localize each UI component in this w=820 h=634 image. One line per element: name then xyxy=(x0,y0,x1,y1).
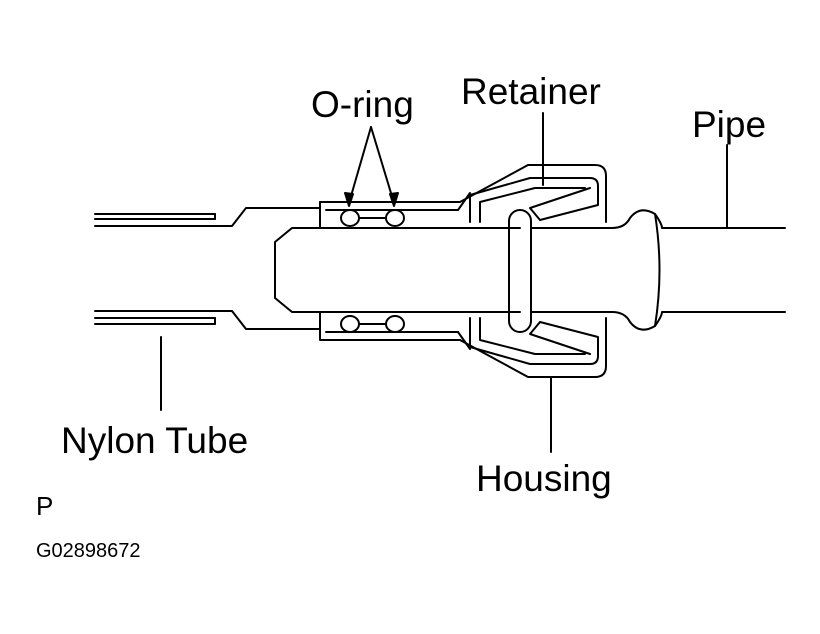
o-ring-upper-left xyxy=(340,209,360,227)
o-ring-lower-right xyxy=(385,315,405,333)
pipe xyxy=(508,209,786,333)
o-ring-leader-left xyxy=(348,126,372,204)
figure-code: G02898672 xyxy=(36,540,141,562)
corner-mark: P xyxy=(36,491,54,521)
retainer xyxy=(469,177,599,365)
nylon-tube-label: Nylon Tube xyxy=(61,420,249,461)
o-rings xyxy=(340,209,405,333)
o-ring-label: O-ring xyxy=(311,84,414,125)
pipe-bead xyxy=(508,209,532,333)
leader-lines xyxy=(160,112,728,453)
nylon-tube xyxy=(94,207,321,330)
pipe-label: Pipe xyxy=(692,104,767,145)
retainer-label: Retainer xyxy=(461,71,601,112)
o-ring-arrow-right xyxy=(389,192,399,207)
pipe-inner-end xyxy=(274,227,521,313)
o-ring-lower-left xyxy=(340,315,360,333)
o-ring-arrow-left xyxy=(344,192,354,207)
o-ring-upper-right xyxy=(385,209,405,227)
o-ring-leader-right xyxy=(370,126,395,204)
housing-label: Housing xyxy=(476,458,612,499)
